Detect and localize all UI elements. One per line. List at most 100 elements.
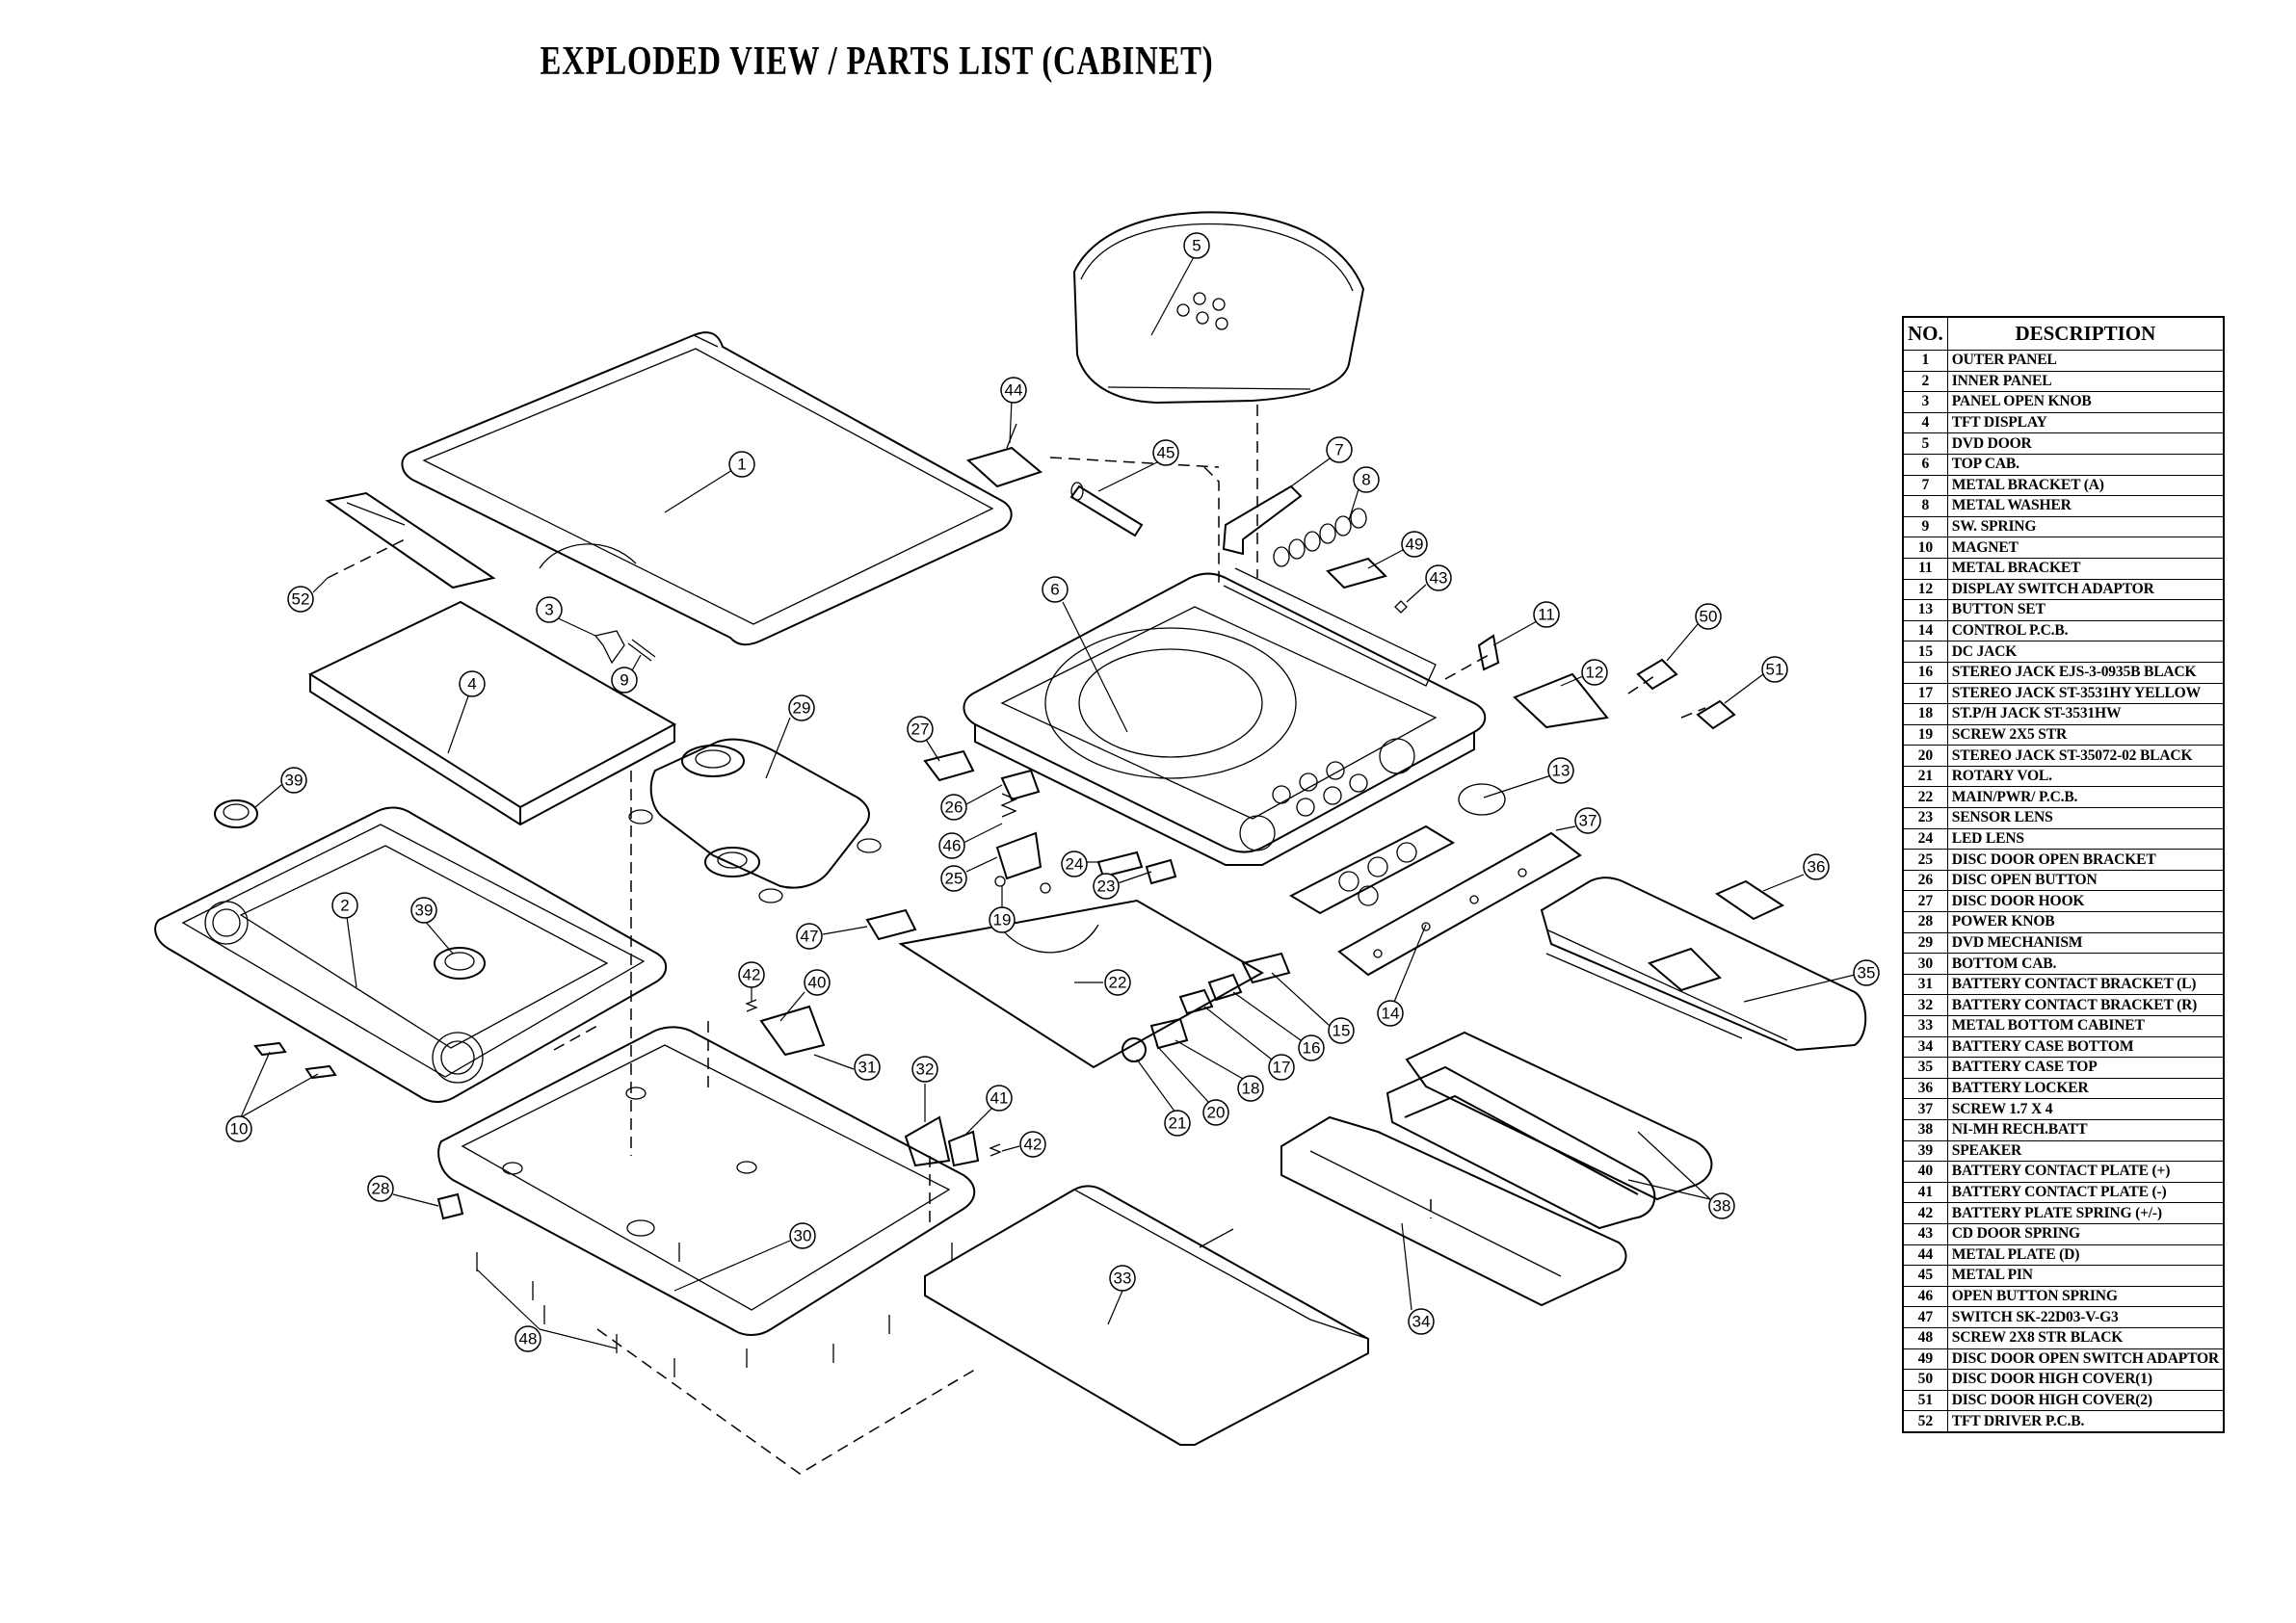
svg-text:43: 43 — [1430, 569, 1448, 588]
svg-text:20: 20 — [1207, 1104, 1226, 1122]
svg-text:44: 44 — [1005, 381, 1023, 400]
part-number: 11 — [1902, 557, 1948, 580]
callout-25: 25 — [940, 856, 998, 892]
display-switch-adaptor-part — [1513, 672, 1609, 729]
button-set-part — [1288, 783, 1506, 915]
callout-31: 31 — [813, 1054, 881, 1081]
callout-13: 13 — [1483, 757, 1574, 798]
part-description: METAL BRACKET (A) — [1946, 474, 2225, 497]
part-description: BUTTON SET — [1946, 599, 2225, 621]
battery-case-bottom-part — [1280, 1115, 1627, 1307]
callout-39-b: 39 — [410, 897, 454, 955]
svg-text:29: 29 — [793, 699, 811, 718]
tft-display-part — [307, 600, 677, 826]
part-number: 2 — [1902, 370, 1948, 393]
part-number: 9 — [1902, 515, 1948, 538]
cd-door-spring-part — [1394, 600, 1408, 614]
part-description: BATTERY CONTACT BRACKET (L) — [1946, 973, 2225, 996]
callout-15: 15 — [1271, 972, 1355, 1044]
callout-52: 52 — [287, 577, 329, 613]
callout-39-a: 39 — [254, 767, 307, 808]
svg-text:5: 5 — [1192, 237, 1201, 255]
svg-text:15: 15 — [1333, 1022, 1351, 1040]
svg-text:40: 40 — [808, 974, 827, 992]
callout-26: 26 — [940, 784, 1003, 821]
callout-48: 48 — [476, 1269, 618, 1352]
switch-part — [865, 908, 917, 941]
part-number: 35 — [1902, 1057, 1948, 1079]
part-number: 27 — [1902, 890, 1948, 913]
callout-6: 6 — [1042, 576, 1128, 733]
callout-14: 14 — [1377, 924, 1427, 1027]
part-number: 7 — [1902, 474, 1948, 497]
svg-text:51: 51 — [1766, 661, 1784, 679]
callout-5: 5 — [1150, 232, 1210, 336]
svg-text:18: 18 — [1242, 1080, 1260, 1098]
part-number: 41 — [1902, 1181, 1948, 1204]
dvd-door-part — [1072, 211, 1365, 405]
svg-text:8: 8 — [1361, 471, 1370, 489]
control-pcb-part — [1337, 831, 1582, 977]
disc-door-high-cover-2-part — [1696, 699, 1736, 730]
part-description: DVD DOOR — [1946, 432, 2225, 455]
part-description: DISC DOOR OPEN BRACKET — [1946, 849, 2225, 871]
svg-text:38: 38 — [1713, 1197, 1731, 1216]
svg-text:26: 26 — [945, 798, 963, 817]
part-number: 38 — [1902, 1118, 1948, 1141]
callout-40: 40 — [779, 969, 831, 1022]
speaker-part — [214, 799, 486, 980]
svg-text:14: 14 — [1382, 1005, 1400, 1023]
callout-43: 43 — [1406, 564, 1452, 603]
svg-text:10: 10 — [230, 1120, 249, 1139]
callout-27: 27 — [907, 716, 940, 762]
callout-2: 2 — [331, 892, 358, 988]
callout-49: 49 — [1367, 531, 1428, 569]
callout-46: 46 — [938, 823, 1003, 859]
part-description: SW. SPRING — [1946, 515, 2225, 538]
battery-case-top-part — [1540, 877, 1867, 1052]
part-description: POWER KNOB — [1946, 911, 2225, 933]
svg-text:48: 48 — [519, 1330, 538, 1348]
part-description: SCREW 1.7 X 4 — [1946, 1098, 2225, 1120]
small-parts-group — [923, 749, 1177, 894]
part-number: 1 — [1902, 350, 1948, 372]
svg-text:39: 39 — [415, 902, 434, 920]
callout-11: 11 — [1492, 601, 1560, 646]
part-number: 45 — [1902, 1265, 1948, 1287]
svg-text:34: 34 — [1412, 1313, 1431, 1331]
part-number: 32 — [1902, 994, 1948, 1016]
svg-text:4: 4 — [467, 675, 476, 694]
part-description: OUTER PANEL — [1946, 350, 2225, 372]
callout-50: 50 — [1666, 603, 1722, 662]
part-number: 13 — [1902, 599, 1948, 621]
svg-text:22: 22 — [1109, 974, 1127, 992]
part-number: 5 — [1902, 432, 1948, 455]
part-number: 48 — [1902, 1326, 1948, 1349]
part-description: PANEL OPEN KNOB — [1946, 391, 2225, 413]
part-number: 16 — [1902, 661, 1948, 684]
header-no: NO. — [1902, 316, 1948, 351]
power-knob-part — [436, 1192, 464, 1220]
metal-pin-part — [1069, 482, 1144, 537]
part-number: 3 — [1902, 391, 1948, 413]
